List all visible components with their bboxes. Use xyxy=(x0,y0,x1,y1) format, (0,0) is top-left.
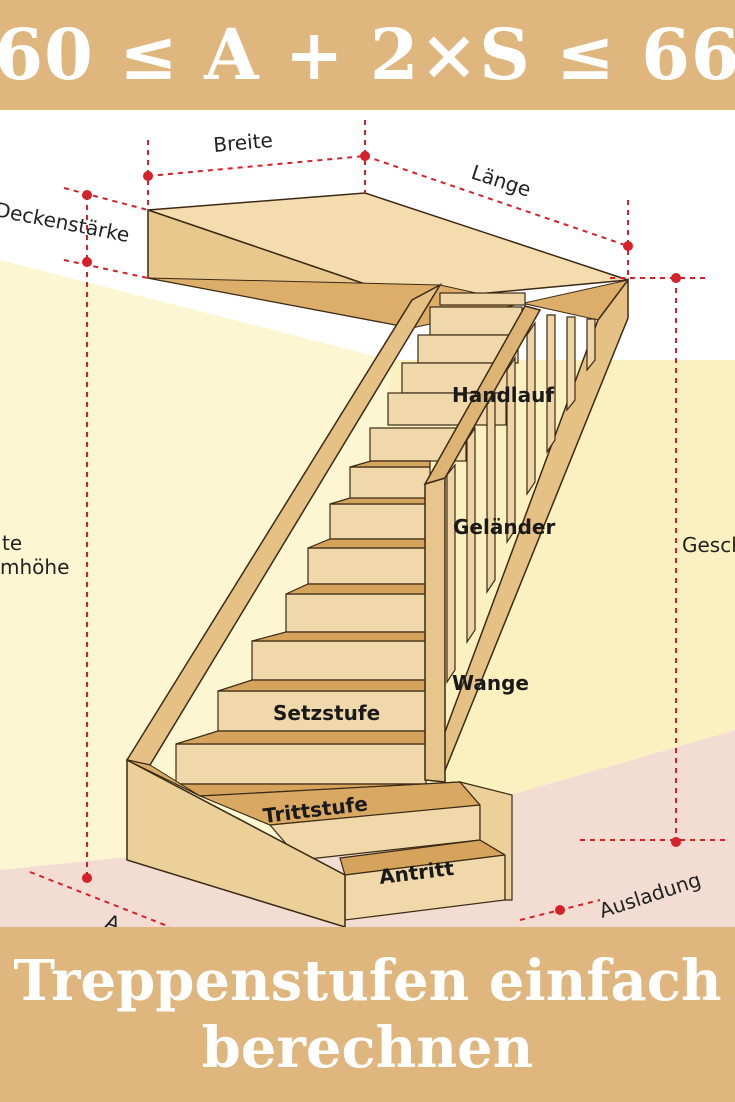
staircase-diagram: Breite Länge Deckenstärke te mhöhe Gesch… xyxy=(0,110,735,927)
label-gelaender: Geländer xyxy=(453,515,555,539)
balusters xyxy=(446,314,596,684)
label-geschoss: Gesch xyxy=(682,533,735,557)
title-banner: Treppenstufen einfach berechnen xyxy=(0,927,735,1102)
handrail xyxy=(423,305,542,486)
wall-right xyxy=(390,360,735,830)
label-raumhoehe-1: te xyxy=(2,531,22,555)
right-stringer xyxy=(441,277,629,779)
steps xyxy=(175,292,526,785)
label-handlauf: Handlauf xyxy=(452,383,554,407)
newel-post xyxy=(424,476,446,783)
landing-side-right xyxy=(458,780,513,901)
outer-wall-bottom xyxy=(126,758,346,927)
formula-banner: 60 ≤ A + 2×S ≤ 66 xyxy=(0,0,735,110)
outer-wall-top-edge xyxy=(126,759,201,797)
dimension-dots xyxy=(82,151,681,915)
formula-text: 60 ≤ A + 2×S ≤ 66 xyxy=(0,13,735,96)
label-breite: Breite xyxy=(212,128,273,157)
label-setzstufe: Setzstufe xyxy=(273,701,380,725)
label-wange: Wange xyxy=(452,671,529,695)
label-raumhoehe-2: mhöhe xyxy=(0,555,69,579)
page-title: Treppenstufen einfach berechnen xyxy=(13,948,722,1081)
